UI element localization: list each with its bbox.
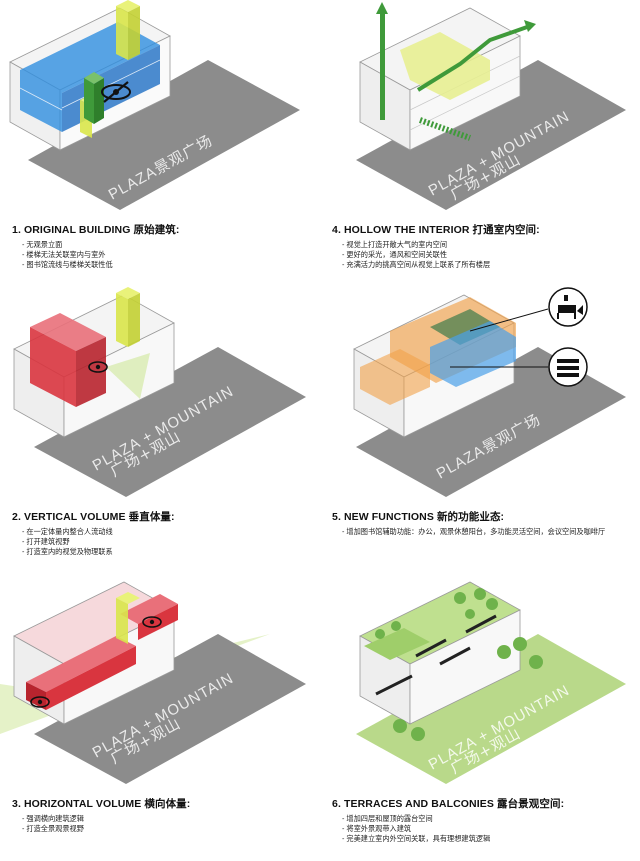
eye-icon bbox=[30, 696, 50, 708]
caption: 6. TERRACES AND BALCONIES 露台景观空间: 增加四层和屋… bbox=[332, 796, 632, 844]
plaza-ground bbox=[34, 347, 306, 497]
eye-icon bbox=[88, 361, 108, 373]
yellow-volume bbox=[116, 287, 140, 347]
panel-title: 6. TERRACES AND BALCONIES 露台景观空间: bbox=[332, 798, 565, 810]
bullet: 充满活力的挑高空间从视觉上联系了所有楼层 bbox=[342, 260, 632, 270]
plaza-ground bbox=[356, 634, 626, 784]
green-stair-volume bbox=[84, 72, 104, 124]
bullet: 强调横向建筑逻辑 bbox=[22, 814, 312, 824]
orange-lower-volume bbox=[360, 349, 430, 405]
diagram-horizontal-volume: PLAZA + MOUNTAIN 广场+观山 bbox=[0, 581, 306, 784]
diagram-terraces-balconies: PLAZA + MOUNTAIN 广场+观山 bbox=[356, 581, 626, 784]
panel-hollow-interior: PLAZA + MOUNTAIN 广场+观山 4. HOLLOW THE INT… bbox=[320, 0, 640, 287]
panel-vertical-volume: PLAZA + MOUNTAIN 广场+观山 2. VERTICAL VOLUM… bbox=[0, 287, 320, 574]
bookshelf-icon bbox=[548, 347, 588, 387]
arrow-icon bbox=[376, 2, 536, 141]
bullet: 打造全景观景视野 bbox=[22, 824, 312, 834]
red-volume bbox=[26, 594, 178, 710]
panel-new-functions: PLAZA景观广场 5. NEW FUNCTIONS 新的功能业态: bbox=[320, 287, 640, 574]
diagram-new-functions: PLAZA景观广场 bbox=[353, 287, 626, 497]
bullet: 视觉上打造开敞大气的室内空间 bbox=[342, 240, 632, 250]
building-block bbox=[359, 581, 521, 725]
diagram-vertical-volume: PLAZA + MOUNTAIN 广场+观山 bbox=[13, 287, 306, 497]
caption: 4. HOLLOW THE INTERIOR 打通室内空间: 视觉上打造开敞大气… bbox=[332, 222, 632, 270]
bullet: 将室外景观带入建筑 bbox=[342, 824, 632, 834]
arrow-icon bbox=[375, 614, 497, 696]
bullet: 打开建筑视野 bbox=[22, 537, 312, 547]
eye-icon bbox=[101, 81, 131, 103]
bullet: 无观景立面 bbox=[22, 240, 312, 250]
panel-title: 1. ORIGINAL BUILDING 原始建筑: bbox=[12, 224, 180, 236]
tree-icon bbox=[375, 588, 543, 741]
bullet: 在一定体量内整合人流动线 bbox=[22, 527, 312, 537]
plaza-ground bbox=[28, 60, 300, 210]
panel-title: 3. HORIZONTAL VOLUME 横向体量: bbox=[12, 798, 191, 810]
caption: 3. HORIZONTAL VOLUME 横向体量: 强调横向建筑逻辑 打造全景… bbox=[12, 796, 312, 834]
bullet: 增加图书馆辅助功能：办公，观景休憩阳台，多功能灵活空间，会议空间及咖啡厅 bbox=[342, 527, 632, 537]
eye-icon bbox=[142, 616, 162, 628]
diagram-hollow-interior: PLAZA + MOUNTAIN 广场+观山 bbox=[356, 2, 626, 210]
plaza-ground bbox=[34, 634, 306, 784]
bullet: 图书馆流线与楼梯关联性低 bbox=[22, 260, 312, 270]
panel-title: 4. HOLLOW THE INTERIOR 打通室内空间: bbox=[332, 224, 540, 236]
panel-title: 2. VERTICAL VOLUME 垂直体量: bbox=[12, 511, 175, 523]
panel-horizontal-volume: PLAZA + MOUNTAIN 广场+观山 3. HORIZONTAL V bbox=[0, 574, 320, 861]
bullet: 完美建立室内外空间关联，具有理想建筑逻辑 bbox=[342, 834, 632, 844]
office-icon bbox=[548, 287, 588, 327]
yellow-void bbox=[400, 32, 490, 100]
diagram-original-building: PLAZA景观广场 bbox=[9, 0, 300, 210]
plaza-ground bbox=[356, 347, 626, 497]
bullet: 楼梯无法关联室内与室外 bbox=[22, 250, 312, 260]
panel-original-building: PLAZA景观广场 1. ORIGIN bbox=[0, 0, 320, 287]
bullet: 打造室内的视觉及物理联系 bbox=[22, 547, 312, 557]
bullet: 增加四层和屋顶的露台空间 bbox=[342, 814, 632, 824]
yellow-volume bbox=[116, 592, 140, 644]
green-void bbox=[430, 309, 500, 345]
red-volume bbox=[30, 313, 106, 407]
caption: 1. ORIGINAL BUILDING 原始建筑: 无观景立面 楼梯无法关联室… bbox=[12, 222, 312, 270]
panel-title: 5. NEW FUNCTIONS 新的功能业态: bbox=[332, 511, 505, 523]
caption: 5. NEW FUNCTIONS 新的功能业态: 增加图书馆辅助功能：办公，观景… bbox=[332, 509, 632, 537]
bullet: 更好的采光，通风和空间关联性 bbox=[342, 250, 632, 260]
blue-volume bbox=[430, 321, 516, 387]
caption: 2. VERTICAL VOLUME 垂直体量: 在一定体量内整合人流动线 打开… bbox=[12, 509, 312, 557]
plaza-ground bbox=[356, 60, 626, 210]
view-cone bbox=[106, 353, 150, 399]
panel-terraces-balconies: PLAZA + MOUNTAIN 广场+观山 6. TERRACES AND B… bbox=[320, 574, 640, 861]
